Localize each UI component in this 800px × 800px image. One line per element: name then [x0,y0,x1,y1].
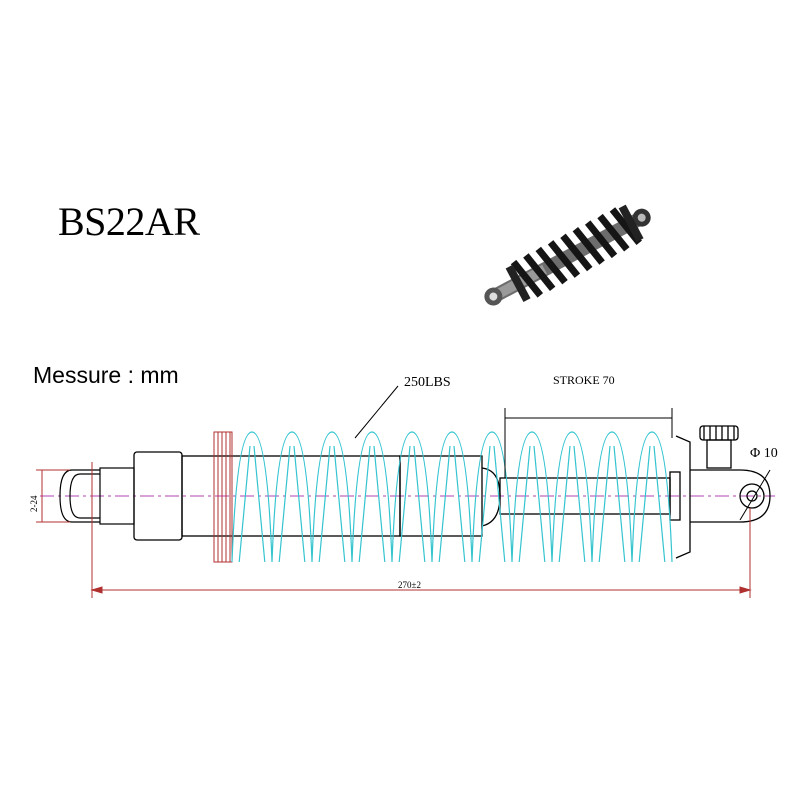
stroke-dimension [504,408,673,478]
coil-spring [231,431,673,563]
spring-coil-path [231,431,673,563]
overall-length-dimension [90,462,752,598]
eye-diameter-leader [739,469,771,521]
spring-rate-label: 250LBS [404,375,451,390]
right-eye-mount [669,425,771,559]
bushing-width-dimension [36,469,70,523]
model-title: BS22AR [58,199,200,244]
overall-length-label: 270±2 [398,580,421,590]
stroke-label: STROKE 70 [553,373,615,387]
unit-note: Messure : mm [33,362,179,388]
spring-rate-leader [354,385,399,439]
product-photo [484,204,651,306]
preload-collar [213,431,233,563]
eye-diameter-label: Φ 10 [750,446,778,461]
bushing-width-label: 2-24 [29,495,39,512]
